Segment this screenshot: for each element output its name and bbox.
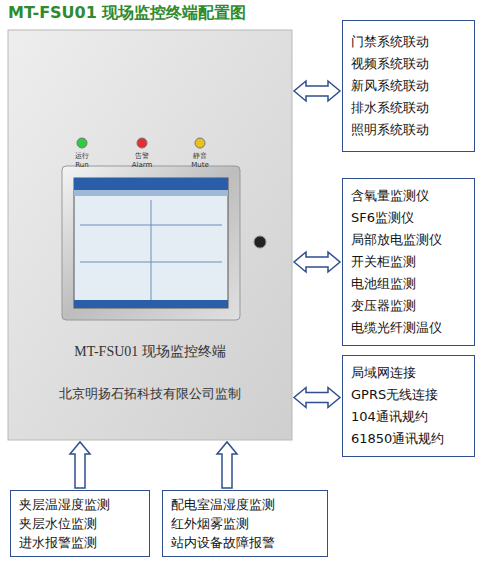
function-box: 局域网连接GPRS无线连接104通讯规约61850通讯规约 <box>342 355 475 457</box>
item-text: 视频系统联动 <box>351 53 466 75</box>
function-box: 配电室温湿度监测红外烟雾监测站内设备故障报警 <box>162 490 328 557</box>
indicator-label: Alarm <box>132 162 153 169</box>
screen-footer <box>74 300 228 308</box>
indicator-label: 静音 <box>193 153 207 160</box>
item-text: 站内设备故障报警 <box>171 533 319 552</box>
item-text: 照明系统联动 <box>351 119 466 141</box>
alarm-light <box>137 138 147 148</box>
indicator-label: Mute <box>191 162 209 169</box>
item-text: 电缆光纤测温仪 <box>351 317 466 339</box>
key-lock <box>254 236 266 248</box>
screen-header <box>74 178 228 190</box>
terminal-cabinet: MT-FSU01 现场监控终端北京明扬石拓科技有限公司监制 <box>8 30 292 440</box>
item-text: 进水报警监测 <box>19 533 141 552</box>
item-text: 局域网连接 <box>351 362 466 384</box>
indicator-label: 告警 <box>135 153 149 160</box>
item-text: 夹层水位监测 <box>19 514 141 533</box>
nameplate-text: MT-FSU01 现场监控终端 <box>8 344 292 361</box>
item-text: 门禁系统联动 <box>351 31 466 53</box>
item-text: 红外烟雾监测 <box>171 514 319 533</box>
item-text: 104通讯规约 <box>351 406 466 428</box>
item-text: 61850通讯规约 <box>351 428 466 450</box>
function-box: 含氧量监测仪SF6监测仪局部放电监测仪开关柜监测电池组监测变压器监测电缆光纤测温… <box>342 178 475 346</box>
item-text: 配电室温湿度监测 <box>171 495 319 514</box>
nameplate-text: 北京明扬石拓科技有限公司监制 <box>8 386 292 402</box>
screen <box>74 178 228 308</box>
block-arrow <box>217 442 237 488</box>
item-text: GPRS无线连接 <box>351 384 466 406</box>
item-text: 新风系统联动 <box>351 75 466 97</box>
screen-toolbar <box>74 190 228 196</box>
item-text: 含氧量监测仪 <box>351 185 466 207</box>
function-box: 门禁系统联动视频系统联动新风系统联动排水系统联动照明系统联动 <box>342 20 475 152</box>
item-text: SF6监测仪 <box>351 207 466 229</box>
screen-frame <box>62 166 240 320</box>
cabinet-panel <box>8 30 292 440</box>
item-text: 排水系统联动 <box>351 97 466 119</box>
screen-line <box>151 200 152 300</box>
item-text: 电池组监测 <box>351 273 466 295</box>
function-box: 夹层温湿度监测夹层水位监测进水报警监测 <box>10 490 150 557</box>
block-arrow <box>294 252 340 272</box>
item-text: 夹层温湿度监测 <box>19 495 141 514</box>
block-arrow <box>294 81 340 101</box>
block-arrow <box>294 388 340 408</box>
diagram-title: MT-FSU01 现场监控终端配置图 <box>8 3 246 24</box>
indicator-label: Run <box>75 162 88 169</box>
item-text: 变压器监测 <box>351 295 466 317</box>
indicator-label: 运行 <box>75 153 89 160</box>
item-text: 开关柜监测 <box>351 251 466 273</box>
mute-light <box>195 138 205 148</box>
block-arrow <box>70 442 90 488</box>
run-light <box>77 138 87 148</box>
item-text: 局部放电监测仪 <box>351 229 466 251</box>
